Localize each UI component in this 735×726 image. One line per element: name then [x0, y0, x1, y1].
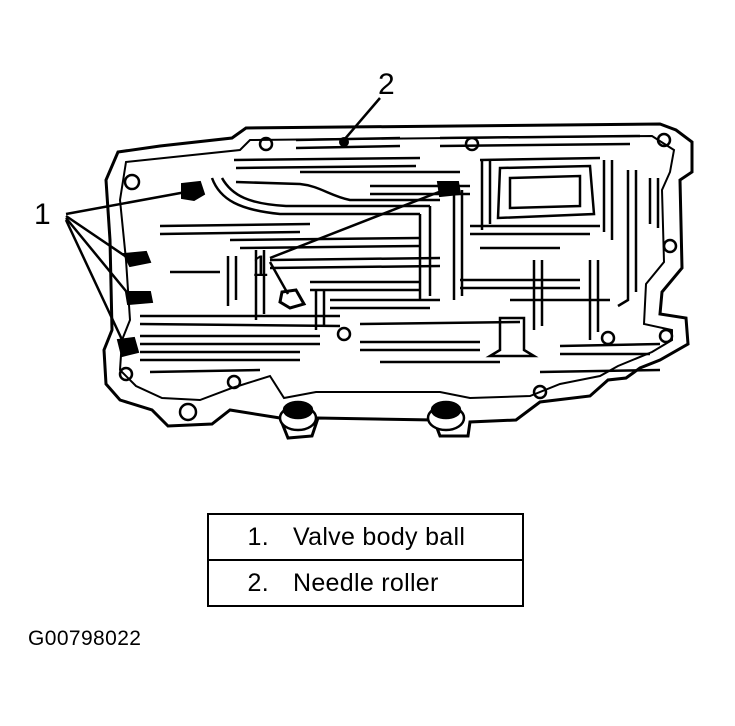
valve-body-ball: [181, 180, 206, 202]
fluid-passages: [139, 134, 661, 374]
bottom-bosses: [278, 400, 466, 432]
legend-text: Needle roller: [293, 568, 439, 597]
legend-row: 1. Valve body ball: [209, 515, 522, 559]
lower-t-channel: [485, 316, 539, 358]
legend-number: 2.: [247, 568, 269, 597]
valve-body-illustration: 1 1 2: [34, 68, 694, 440]
bolt-holes: [118, 132, 678, 422]
valve-body-balls: [116, 180, 462, 358]
valve-body-plate-outline: [102, 122, 694, 440]
valve-body-ball: [124, 291, 154, 306]
valve-body-ball: [436, 181, 462, 198]
legend-number: 1.: [247, 522, 269, 551]
callout-label-1-left: 1: [34, 198, 51, 231]
needle-roller: [339, 137, 349, 147]
valve-body-ball: [122, 250, 152, 268]
valve-body-ball: [116, 336, 140, 358]
legend-table: 1. Valve body ball 2. Needle roller: [207, 513, 524, 607]
legend-text: Valve body ball: [293, 522, 466, 551]
legend-row: 2. Needle roller: [209, 559, 522, 605]
callout-label-2-top: 2: [378, 68, 395, 101]
valve-body-ball: [278, 288, 307, 310]
leader-lines: [64, 97, 445, 345]
figure-id: G00798022: [28, 627, 142, 650]
upper-right-chamber: [496, 164, 596, 220]
callout-label-1-center: 1: [252, 250, 269, 283]
